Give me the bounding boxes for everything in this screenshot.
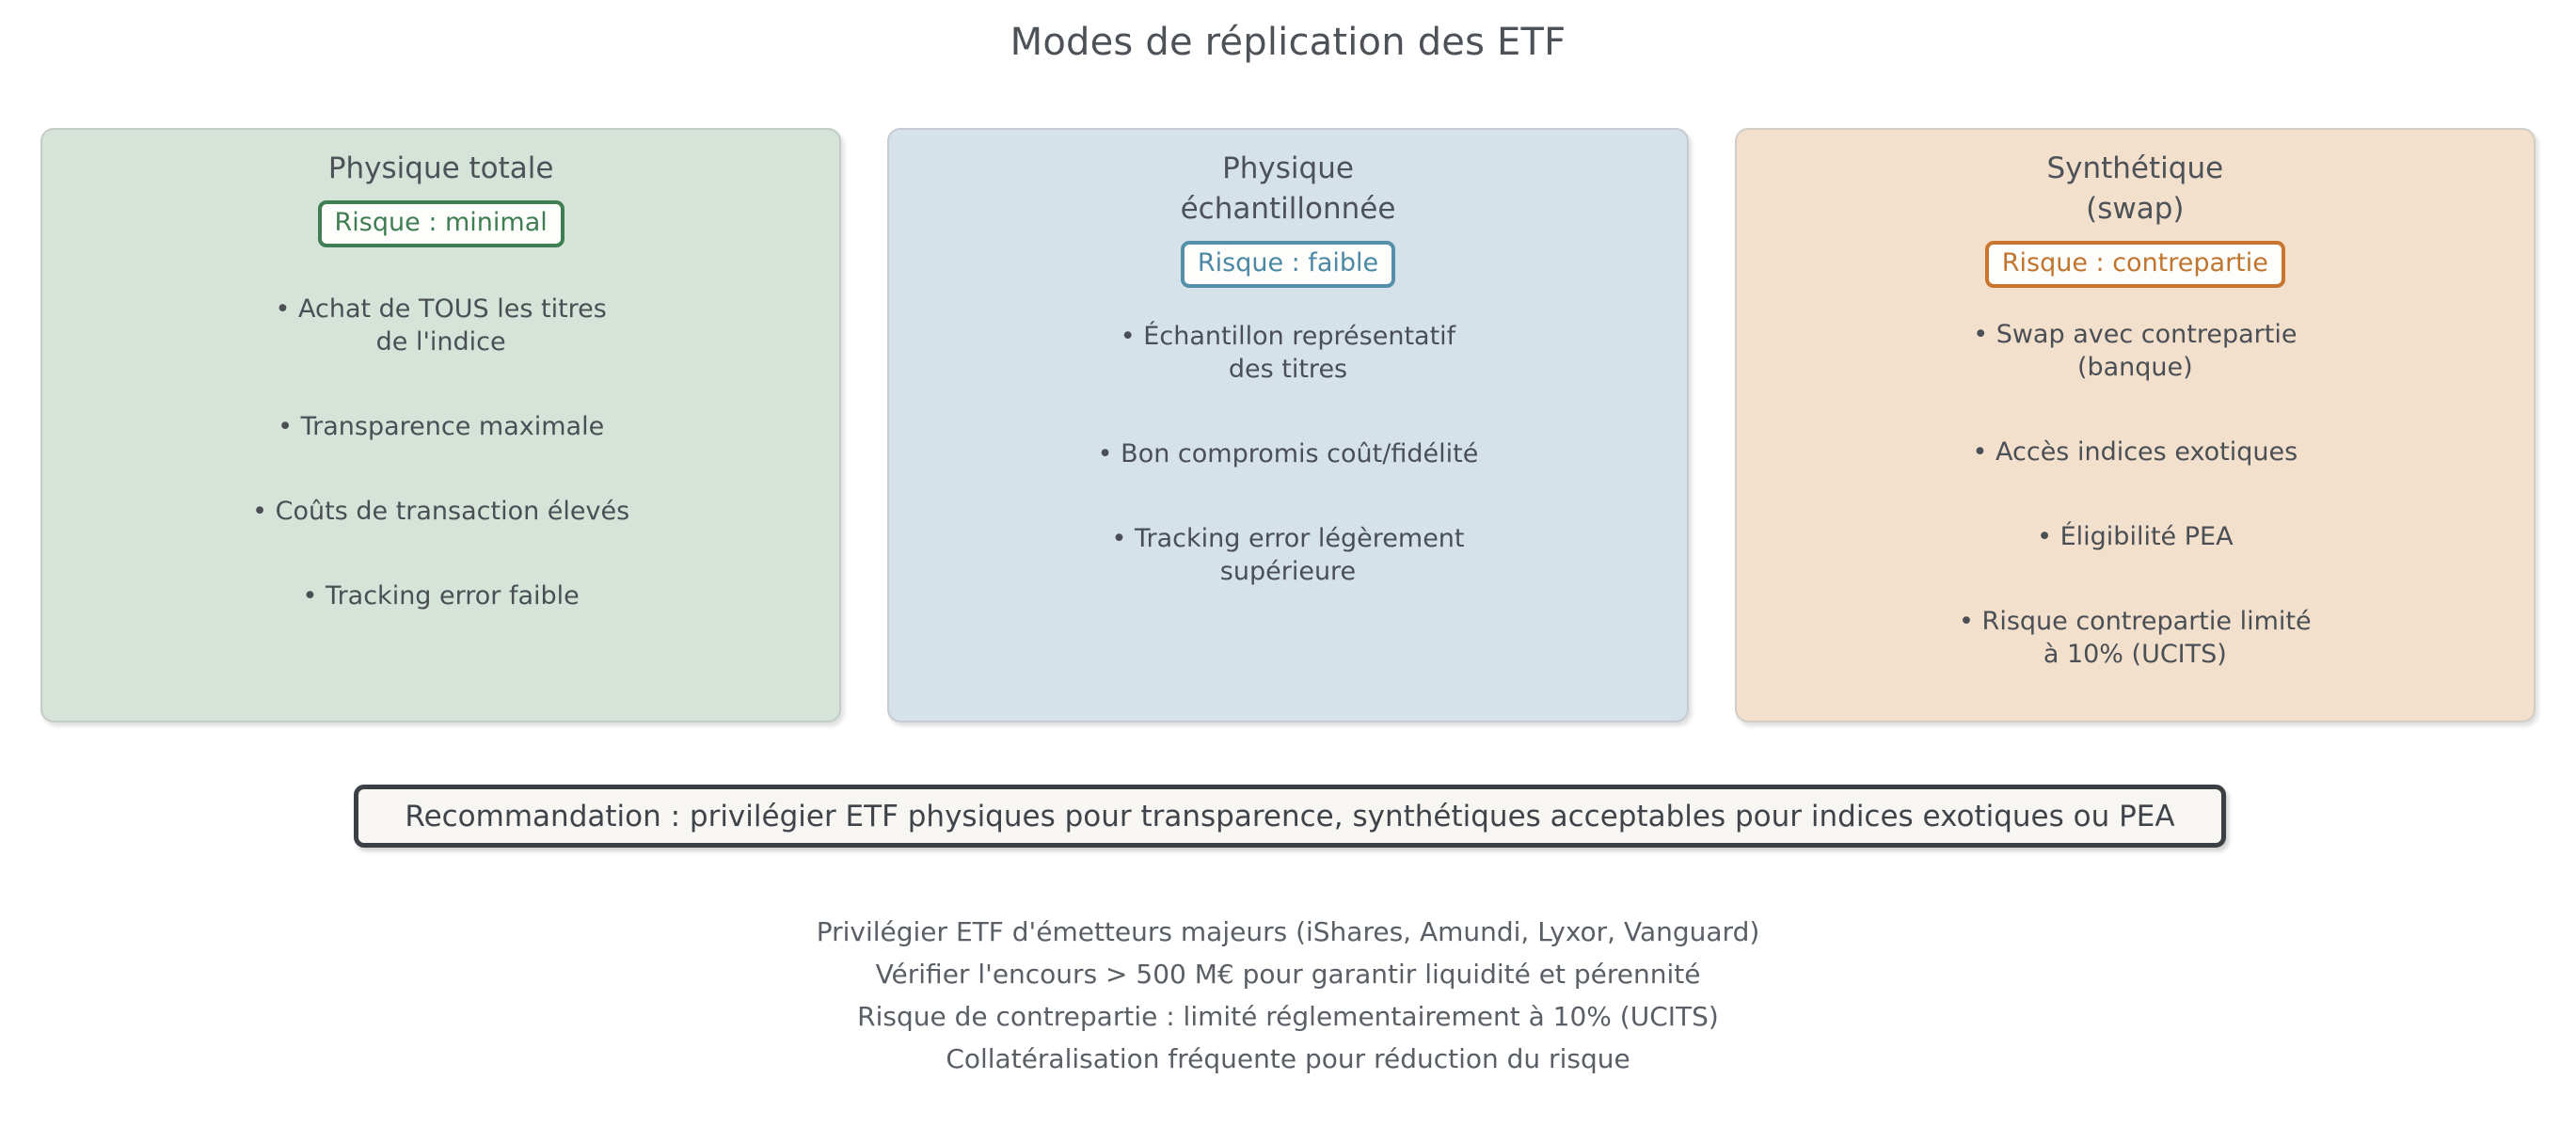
card-title: Physique totale [327,151,554,185]
list-item: • Éligibilité PEA [2037,522,2234,551]
list-item: • Achat de TOUS les titres de l'indice [275,294,607,357]
feature-list: • Swap avec contrepartie (banque) • Accè… [1737,318,2534,671]
list-item: • Coûts de transaction élevés [252,497,630,526]
feature-list: • Achat de TOUS les titres de l'indice •… [42,293,839,612]
card-content: Physique totale Risque : minimal • Achat… [42,130,839,612]
list-item: • Bon compromis coût/fidélité [1097,439,1479,468]
card-physique-echantillonnee[interactable]: Physique échantillonnée Risque : faible … [887,128,1689,722]
list-item: • Échantillon représentatif des titres [1120,322,1456,384]
feature-list: • Échantillon représentatif des titres •… [889,320,1686,588]
replication-modes-cards: Physique totale Risque : minimal • Achat… [40,128,2536,722]
status-badge-risk: Risque : faible [1180,241,1396,288]
list-item: • Tracking error légèrement supérieure [1111,524,1465,586]
page-title: Modes de réplication des ETF [1010,21,1566,64]
footer-notes: Privilégier ETF d'émetteurs majeurs (iSh… [0,911,2576,1080]
list-item: • Swap avec contrepartie (banque) [1973,320,2298,382]
recommendation-box: Recommandation : privilégier ETF physiqu… [354,785,2226,848]
card-title: Synthétique (swap) [2046,151,2224,226]
footer-note-line: Vérifier l'encours > 500 M€ pour garanti… [875,959,1701,990]
risk-badge-wrap: Risque : minimal [42,200,839,247]
status-badge-risk: Risque : minimal [317,200,564,247]
footer-note-line: Privilégier ETF d'émetteurs majeurs (iSh… [816,916,1760,947]
list-item: • Transparence maximale [278,412,605,441]
status-badge-risk: Risque : contrepartie [1984,241,2285,288]
card-physique-totale[interactable]: Physique totale Risque : minimal • Achat… [40,128,842,722]
list-item: • Risque contrepartie limité à 10% (UCIT… [1959,607,2312,669]
risk-badge-wrap: Risque : contrepartie [1737,241,2534,288]
card-synthetique-swap[interactable]: Synthétique (swap) Risque : contrepartie… [1734,128,2536,722]
list-item: • Accès indices exotiques [1972,437,2298,467]
list-item: • Tracking error faible [302,581,580,611]
risk-badge-wrap: Risque : faible [889,241,1686,288]
footer-note-line: Collatéralisation fréquente pour réducti… [946,1043,1630,1074]
card-content: Physique échantillonnée Risque : faible … [889,130,1686,588]
card-title: Physique échantillonnée [1180,151,1396,226]
recommendation-text: Recommandation : privilégier ETF physiqu… [405,799,2175,833]
card-content: Synthétique (swap) Risque : contrepartie… [1737,130,2534,671]
footer-note-line: Risque de contrepartie : limité réglemen… [857,1001,1719,1032]
